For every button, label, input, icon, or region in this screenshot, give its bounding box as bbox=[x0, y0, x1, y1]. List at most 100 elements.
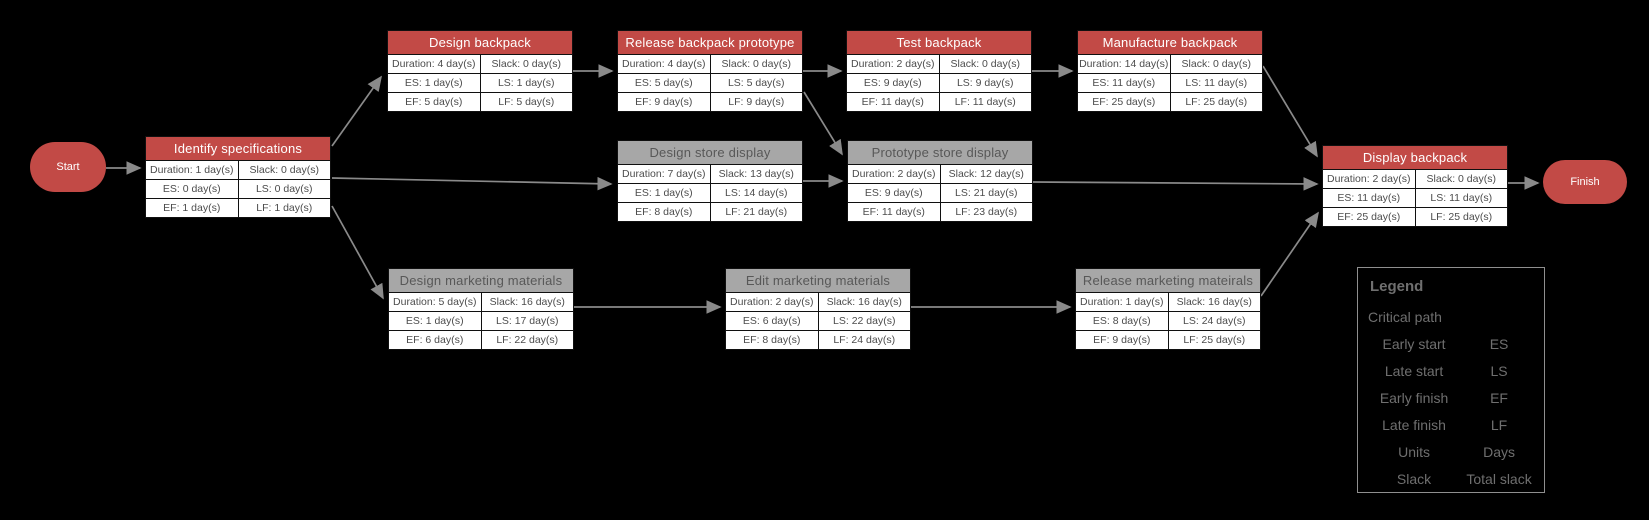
task-node-design-store-display[interactable]: Design store display Duration: 7 day(s) … bbox=[617, 140, 803, 222]
task-node-release-marketing-materials[interactable]: Release marketing mateirals Duration: 1 … bbox=[1075, 268, 1261, 350]
arrow-identify-to-design-store bbox=[331, 176, 613, 191]
task-title: Release backpack prototype bbox=[618, 31, 802, 54]
task-es: ES: 11 day(s) bbox=[1078, 74, 1170, 92]
task-lf: LF: 5 day(s) bbox=[480, 93, 572, 111]
task-ef: EF: 25 day(s) bbox=[1323, 208, 1415, 226]
task-title: Identify specifications bbox=[146, 137, 330, 160]
arrow-release-to-prototype-store bbox=[803, 91, 843, 156]
arrow-prototypestore-to-display bbox=[1032, 177, 1319, 191]
task-duration: Duration: 5 day(s) bbox=[389, 293, 481, 311]
task-lf: LF: 21 day(s) bbox=[710, 203, 802, 221]
task-title: Prototype store display bbox=[848, 141, 1032, 164]
legend-units-label: Units bbox=[1398, 443, 1430, 460]
task-ls: LS: 14 day(s) bbox=[710, 184, 802, 202]
task-es: ES: 8 day(s) bbox=[1076, 312, 1168, 330]
task-duration: Duration: 4 day(s) bbox=[618, 55, 710, 73]
task-lf: LF: 25 day(s) bbox=[1170, 93, 1262, 111]
task-ef: EF: 8 day(s) bbox=[726, 331, 818, 349]
task-title: Manufacture backpack bbox=[1078, 31, 1262, 54]
task-slack: Slack: 16 day(s) bbox=[818, 293, 910, 311]
task-node-display-backpack[interactable]: Display backpack Duration: 2 day(s) Slac… bbox=[1322, 145, 1508, 227]
task-node-test-backpack[interactable]: Test backpack Duration: 2 day(s) Slack: … bbox=[846, 30, 1032, 112]
task-slack: Slack: 0 day(s) bbox=[480, 55, 572, 73]
task-ls: LS: 9 day(s) bbox=[939, 74, 1031, 92]
legend-late-finish-value: LF bbox=[1490, 416, 1508, 433]
task-duration: Duration: 7 day(s) bbox=[618, 165, 710, 183]
task-slack: Slack: 16 day(s) bbox=[481, 293, 573, 311]
legend-early-start-label: Early start bbox=[1382, 335, 1446, 352]
task-ls: LS: 11 day(s) bbox=[1415, 189, 1507, 207]
task-ls: LS: 21 day(s) bbox=[940, 184, 1032, 202]
task-es: ES: 6 day(s) bbox=[726, 312, 818, 330]
task-slack: Slack: 0 day(s) bbox=[1170, 55, 1262, 73]
task-ls: LS: 0 day(s) bbox=[238, 180, 330, 198]
task-duration: Duration: 2 day(s) bbox=[848, 165, 940, 183]
legend-slack-value: Total slack bbox=[1466, 470, 1532, 487]
task-title: Test backpack bbox=[847, 31, 1031, 54]
task-duration: Duration: 2 day(s) bbox=[726, 293, 818, 311]
task-lf: LF: 25 day(s) bbox=[1168, 331, 1260, 349]
legend-critical-path-label: Critical path bbox=[1368, 308, 1442, 325]
task-ls: LS: 5 day(s) bbox=[710, 74, 802, 92]
task-ef: EF: 25 day(s) bbox=[1078, 93, 1170, 111]
task-slack: Slack: 0 day(s) bbox=[939, 55, 1031, 73]
task-title: Design backpack bbox=[388, 31, 572, 54]
task-node-design-marketing-materials[interactable]: Design marketing materials Duration: 5 d… bbox=[388, 268, 574, 350]
task-duration: Duration: 2 day(s) bbox=[847, 55, 939, 73]
task-duration: Duration: 1 day(s) bbox=[1076, 293, 1168, 311]
task-es: ES: 1 day(s) bbox=[618, 184, 710, 202]
finish-label: Finish bbox=[1570, 176, 1600, 188]
task-node-design-backpack[interactable]: Design backpack Duration: 4 day(s) Slack… bbox=[387, 30, 573, 112]
legend-late-start-label: Late start bbox=[1384, 362, 1444, 379]
task-ef: EF: 1 day(s) bbox=[146, 199, 238, 217]
task-slack: Slack: 13 day(s) bbox=[710, 165, 802, 183]
task-lf: LF: 24 day(s) bbox=[818, 331, 910, 349]
task-ef: EF: 6 day(s) bbox=[389, 331, 481, 349]
arrow-identify-to-design-backpack bbox=[331, 75, 382, 147]
task-slack: Slack: 0 day(s) bbox=[1415, 170, 1507, 188]
task-title: Display backpack bbox=[1323, 146, 1507, 169]
task-ls: LS: 24 day(s) bbox=[1168, 312, 1260, 330]
legend-box[interactable]: Legend Critical path Early start ES Late… bbox=[1357, 267, 1545, 493]
arrow-releasemkt-to-display bbox=[1260, 211, 1319, 297]
task-ef: EF: 9 day(s) bbox=[618, 93, 710, 111]
task-es: ES: 9 day(s) bbox=[848, 184, 940, 202]
task-es: ES: 0 day(s) bbox=[146, 180, 238, 198]
task-title: Release marketing mateirals bbox=[1076, 269, 1260, 292]
task-slack: Slack: 16 day(s) bbox=[1168, 293, 1260, 311]
task-ef: EF: 8 day(s) bbox=[618, 203, 710, 221]
task-es: ES: 11 day(s) bbox=[1323, 189, 1415, 207]
task-node-prototype-store-display[interactable]: Prototype store display Duration: 2 day(… bbox=[847, 140, 1033, 222]
task-node-release-backpack-prototype[interactable]: Release backpack prototype Duration: 4 d… bbox=[617, 30, 803, 112]
task-lf: LF: 11 day(s) bbox=[939, 93, 1031, 111]
task-title: Design store display bbox=[618, 141, 802, 164]
start-node[interactable]: Start bbox=[30, 142, 106, 192]
task-es: ES: 5 day(s) bbox=[618, 74, 710, 92]
task-ef: EF: 11 day(s) bbox=[848, 203, 940, 221]
arrow-manufacture-to-display bbox=[1262, 65, 1318, 158]
task-node-manufacture-backpack[interactable]: Manufacture backpack Duration: 14 day(s)… bbox=[1077, 30, 1263, 112]
task-duration: Duration: 4 day(s) bbox=[388, 55, 480, 73]
legend-early-finish-value: EF bbox=[1490, 389, 1508, 406]
task-title: Edit marketing materials bbox=[726, 269, 910, 292]
task-es: ES: 9 day(s) bbox=[847, 74, 939, 92]
legend-title: Legend bbox=[1370, 278, 1424, 295]
task-title: Design marketing materials bbox=[389, 269, 573, 292]
task-node-edit-marketing-materials[interactable]: Edit marketing materials Duration: 2 day… bbox=[725, 268, 911, 350]
legend-early-start-value: ES bbox=[1489, 335, 1509, 352]
task-node-identify-specifications[interactable]: Identify specifications Duration: 1 day(… bbox=[145, 136, 331, 218]
task-ef: EF: 5 day(s) bbox=[388, 93, 480, 111]
legend-units-value: Days bbox=[1483, 443, 1515, 460]
task-lf: LF: 25 day(s) bbox=[1415, 208, 1507, 226]
legend-late-start-value: LS bbox=[1490, 362, 1508, 379]
finish-node[interactable]: Finish bbox=[1543, 160, 1627, 204]
task-ls: LS: 17 day(s) bbox=[481, 312, 573, 330]
task-es: ES: 1 day(s) bbox=[388, 74, 480, 92]
task-ef: EF: 9 day(s) bbox=[1076, 331, 1168, 349]
legend-slack-label: Slack bbox=[1396, 470, 1432, 487]
task-ls: LS: 1 day(s) bbox=[480, 74, 572, 92]
task-lf: LF: 9 day(s) bbox=[710, 93, 802, 111]
task-es: ES: 1 day(s) bbox=[389, 312, 481, 330]
arrow-identify-to-design-marketing bbox=[331, 205, 384, 300]
task-lf: LF: 1 day(s) bbox=[238, 199, 330, 217]
